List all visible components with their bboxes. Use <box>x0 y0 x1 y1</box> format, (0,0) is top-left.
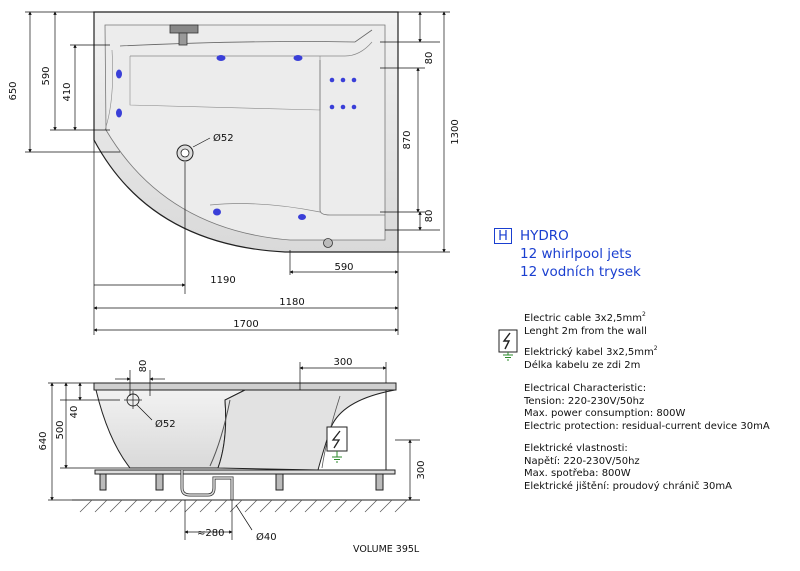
side-view: Ø52 <box>38 357 427 543</box>
dim-590-bottom: 590 <box>334 262 353 273</box>
jet-icon <box>216 55 226 61</box>
elec-cz-2: Max. spotřeba: 800W <box>524 468 631 479</box>
cable-en-line1: Electric cable 3x2,5mm <box>524 313 642 324</box>
elec-cz-3: Elektrické jištění: proudový chránič 30m… <box>524 480 732 492</box>
dim-1300: 1300 <box>450 119 461 144</box>
jet-icon <box>213 208 221 216</box>
jet-icon <box>116 69 122 79</box>
top-view: Ø52 650 590 410 <box>8 11 461 335</box>
cable-cz: Elektrický kabel 3x2,5mm2 Délka kabelu z… <box>524 343 658 372</box>
drain-icon <box>176 144 194 162</box>
elec-cz: Elektrické vlastnosti: Napětí: 220-230V/… <box>524 443 732 493</box>
volume-label: VOLUME 395L <box>353 544 420 555</box>
jet-icon <box>340 104 346 110</box>
elec-en-2: Max. power consumption: 800W <box>524 408 686 419</box>
jet-icon <box>329 104 335 110</box>
jets-cz: 12 vodních trysek <box>520 264 641 280</box>
jet-icon <box>351 77 357 83</box>
dim-300-top: 300 <box>333 357 352 368</box>
dim-40-drain: Ø40 <box>256 531 277 543</box>
cable-en-sup: 2 <box>641 311 646 318</box>
dim-300-right: 300 <box>416 460 427 479</box>
jets-top <box>116 55 357 220</box>
jet-icon <box>293 55 303 61</box>
dim-640-side: 640 <box>38 431 49 450</box>
faucet-icon <box>169 24 199 46</box>
hydro-header: H HYDRO <box>494 227 794 245</box>
tub-basin-top <box>104 24 386 241</box>
dim-80-bottom: 80 <box>424 210 435 223</box>
cable-en-line2: Lenght 2m from the wall <box>524 325 647 337</box>
dim-590: 590 <box>41 66 52 85</box>
jets-en: 12 whirlpool jets <box>520 246 632 262</box>
jet-icon <box>329 77 335 83</box>
dim-410: 410 <box>62 82 73 101</box>
dim-280: ≈280 <box>197 528 224 539</box>
jet-icon <box>340 77 346 83</box>
hydro-panel: H HYDRO 12 whirlpool jets 12 vodních try… <box>494 227 794 281</box>
dim-80-side: 80 <box>138 360 149 373</box>
cable-cz-sup: 2 <box>653 345 658 352</box>
cable-cz-line1: Elektrický kabel 3x2,5mm <box>524 347 654 358</box>
electric-box-icon <box>326 426 348 463</box>
dim-650: 650 <box>8 81 19 100</box>
dim-80-top: 80 <box>424 52 435 65</box>
elec-en: Electrical Characteristic: Tension: 220-… <box>524 383 770 433</box>
elec-en-1: Tension: 220-230V/50hz <box>524 395 645 407</box>
cable-en: Electric cable 3x2,5mm2 Lenght 2m from t… <box>524 309 647 338</box>
dim-500-side: 500 <box>55 420 66 439</box>
jet-icon <box>116 108 122 118</box>
dim-outlet-top: Ø52 <box>213 132 234 144</box>
elec-cz-1: Napětí: 220-230V/50hz <box>524 455 640 467</box>
electric-cable-icon <box>498 329 518 361</box>
elec-en-title: Electrical Characteristic: <box>524 383 647 394</box>
hydro-title: HYDRO <box>520 228 569 244</box>
tub-rim-side <box>93 382 397 391</box>
jet-icon <box>298 214 306 220</box>
dim-40-side: 40 <box>69 406 80 419</box>
side-outlet-icon <box>124 391 142 409</box>
elec-en-3: Electric protection: residual-current de… <box>524 420 770 432</box>
elec-cz-title: Elektrické vlastnosti: <box>524 443 628 454</box>
cable-cz-line2: Délka kabelu ze zdi 2m <box>524 359 641 371</box>
hydro-badge: H <box>494 228 512 244</box>
floor-hatch <box>79 499 408 513</box>
dim-1180: 1180 <box>279 297 304 308</box>
dim-1700: 1700 <box>233 319 258 330</box>
jet-icon <box>351 104 357 110</box>
dim-outlet-side: Ø52 <box>155 418 176 430</box>
dim-1190: 1190 <box>210 275 235 286</box>
dim-870: 870 <box>402 130 413 149</box>
overflow-icon <box>323 238 333 248</box>
